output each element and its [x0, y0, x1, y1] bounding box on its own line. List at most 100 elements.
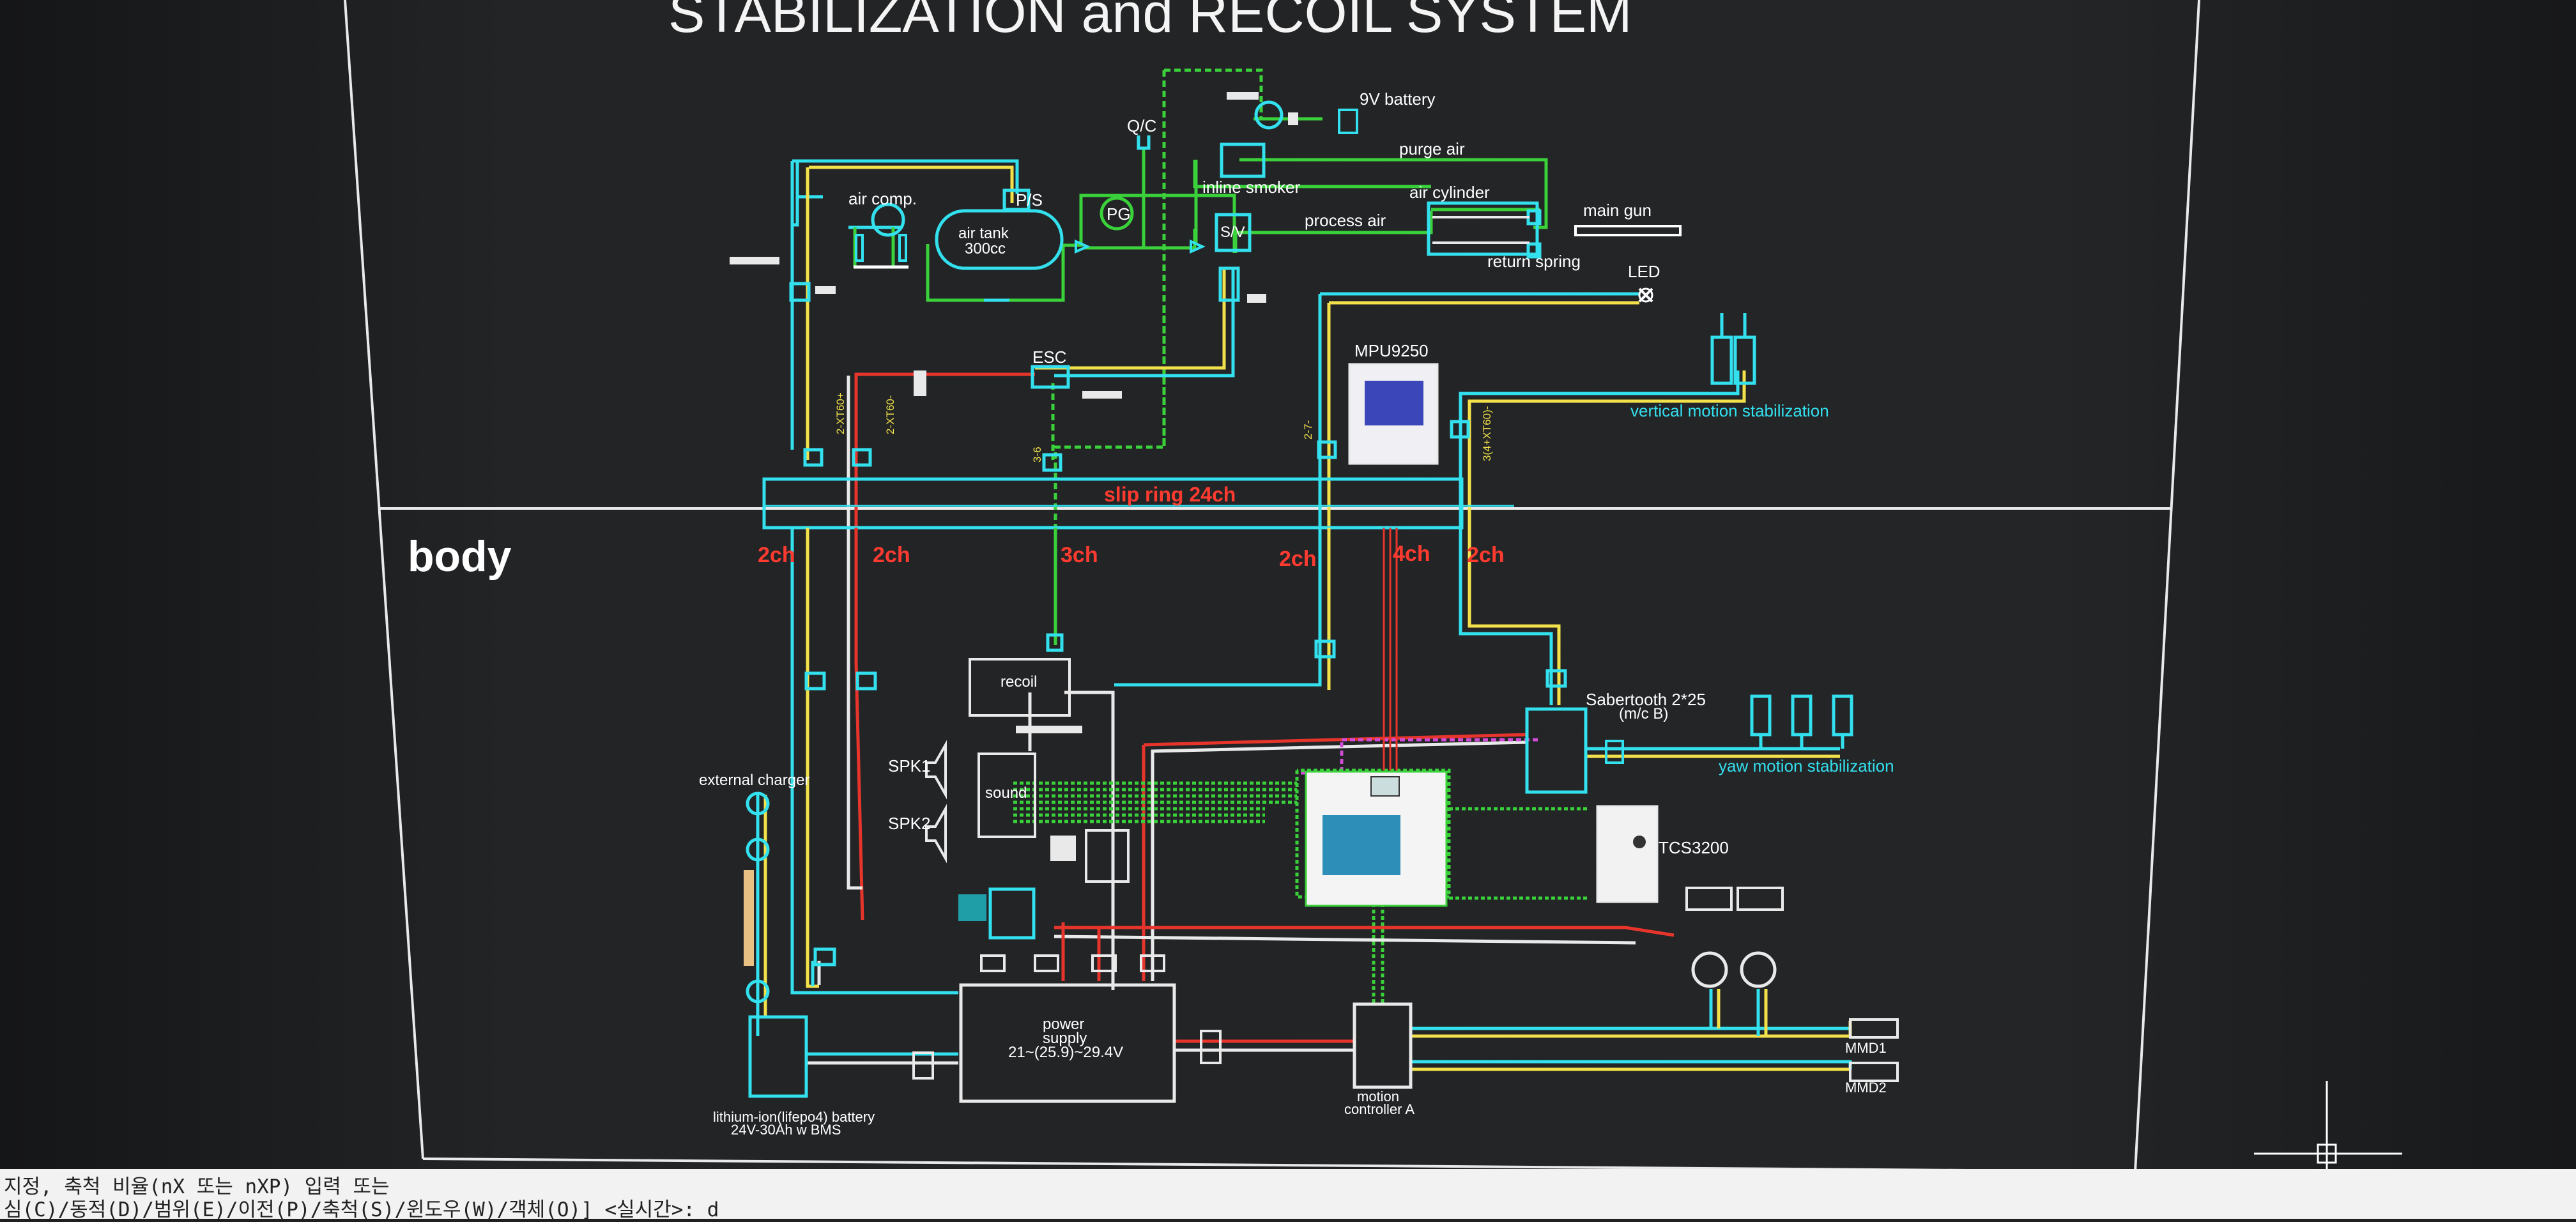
wire-cyan — [792, 159, 1019, 194]
motion-controller-box — [1353, 1002, 1413, 1089]
label-mpu9250: MPU9250 — [1354, 341, 1429, 360]
channel-label: 2ch — [873, 543, 910, 567]
battery-9v-icon — [1338, 109, 1358, 134]
label-plates — [730, 92, 1298, 399]
sv-connector — [1218, 266, 1240, 302]
air-tank — [935, 209, 1064, 270]
label-sound: sound — [985, 784, 1027, 802]
sound-box — [977, 752, 1036, 838]
connector — [852, 448, 872, 467]
mmd1-motor-icon — [1849, 1018, 1899, 1039]
wire-tag-5: 3(4+XT60)- — [1481, 406, 1493, 461]
wire-green — [1239, 158, 1548, 229]
connector — [789, 282, 811, 302]
wire-green — [1193, 160, 1233, 188]
label-purge-air: purge air — [1399, 139, 1465, 158]
wire-cyan — [1054, 268, 1235, 378]
label-main-gun: main gun — [1583, 201, 1652, 220]
wire-red — [854, 372, 1035, 920]
speaker-2-icon — [925, 804, 947, 864]
fan-icon — [1691, 951, 1728, 988]
label-air-cylinder: air cylinder — [1409, 183, 1490, 202]
pressure-gauge-icon — [1100, 196, 1134, 231]
label-motion-controller-2: controller A — [1344, 1101, 1415, 1117]
connector — [1317, 440, 1337, 459]
sabertooth-box — [1525, 707, 1588, 794]
main-gun-barrel — [1574, 225, 1682, 236]
label-spk2: SPK2 — [888, 814, 931, 833]
label-battery-2: 24V-30Ah w BMS — [731, 1122, 841, 1138]
speaker-1-icon — [925, 740, 947, 800]
connector — [1042, 453, 1062, 472]
label-ps: P/S — [1016, 190, 1043, 210]
label-esc: ESC — [1032, 348, 1067, 367]
wire-cyan — [792, 161, 799, 227]
label-air-tank: air tank — [958, 225, 1009, 242]
recoil-box — [969, 658, 1071, 717]
label-battery-1: lithium-ion(lifepo4) battery — [713, 1109, 875, 1125]
charger-socket-icon — [746, 837, 770, 862]
wire-green-dashed — [1164, 68, 1263, 119]
label-air-comp: air comp. — [848, 189, 917, 208]
quick-coupler-icon — [1137, 135, 1151, 150]
esc-box — [1031, 365, 1070, 389]
section-label: body — [408, 532, 512, 581]
mpu9250-chip — [1365, 381, 1423, 425]
check-valve-icon — [1075, 239, 1091, 254]
fan-icon — [1740, 951, 1777, 988]
inline-smoker-box — [1220, 142, 1266, 178]
label-9v-battery: 9V battery — [1360, 89, 1436, 109]
wire-tag-4: 2-7- — [1302, 420, 1314, 439]
label-sv: S/V — [1220, 224, 1245, 241]
channel-label: 2ch — [1279, 547, 1317, 571]
command-prompt-line[interactable]: 심(C)/동적(D)/범위(E)/이전(P)/축척(S)/윈도우(W)/객체(O… — [4, 1198, 719, 1221]
label-spk1: SPK1 — [888, 756, 931, 775]
yaw-motor-icons — [1750, 694, 1853, 737]
label-qc: Q/C — [1127, 116, 1157, 135]
label-mmd1: MMD1 — [1845, 1040, 1887, 1056]
label-return-spring: return spring — [1487, 252, 1581, 271]
label-recoil: recoil — [1000, 673, 1038, 691]
label-air-tank-cap: 300cc — [965, 240, 1006, 257]
label-mmd2: MMD2 — [1845, 1080, 1887, 1096]
connector — [1450, 420, 1470, 439]
channel-label: 4ch — [1393, 542, 1430, 566]
tcs3200-board — [1596, 805, 1659, 903]
wire-green-dashed — [1054, 70, 1166, 645]
label-external-charger: external charger — [699, 772, 810, 789]
label-sabertooth: Sabertooth 2*25 — [1586, 690, 1706, 709]
battery-box — [748, 1015, 808, 1098]
label-motion-controller-1: motion — [1357, 1088, 1400, 1104]
channel-label: 2ch — [758, 543, 795, 567]
label-process-air: process air — [1305, 211, 1386, 230]
label-power-supply-1: power — [1043, 1016, 1085, 1033]
label-pg: PG — [1107, 204, 1131, 224]
charger-socket-icon — [746, 791, 770, 816]
label-sabertooth-sub: (m/c B) — [1619, 705, 1669, 722]
wire-tag-2: 2-XT60- — [884, 395, 896, 434]
connector — [803, 448, 824, 467]
command-history-line: 지정, 축척 비율(nX 또는 nXP) 입력 또는 — [4, 1175, 390, 1198]
label-led: LED — [1628, 262, 1660, 281]
label-slip-ring: slip ring 24ch — [1104, 483, 1236, 506]
power-supply-box — [959, 983, 1176, 1103]
command-line-bar[interactable]: 지정, 축척 비율(nX 또는 nXP) 입력 또는 심(C)/동적(D)/범위… — [0, 1169, 2576, 1221]
wire-tag-1: 2-XT60+ — [834, 392, 847, 434]
slip-ring-box — [762, 477, 1464, 530]
label-tcs3200: TCS3200 — [1659, 838, 1729, 857]
label-yaw-motion: yaw motion stabilization — [1719, 756, 1894, 775]
vertical-motor-icons — [1710, 313, 1756, 385]
drawing-title: STABILIZATION and RECOIL SYSTEM — [668, 0, 1632, 44]
label-power-supply-3: 21~(25.9)~29.4V — [1008, 1044, 1124, 1061]
air-compressor-icon — [871, 202, 905, 237]
solenoid-valve-box — [1215, 213, 1252, 252]
smoker-gauge-icon — [1254, 100, 1284, 130]
wire-tag-3: 3-6 — [1031, 447, 1043, 462]
mmd2-motor-icon — [1849, 1062, 1899, 1082]
wire-white — [847, 376, 862, 890]
arduino-pcb — [1322, 815, 1400, 875]
label-power-supply-2: supply — [1043, 1030, 1087, 1047]
label-vertical-motion: vertical motion stabilization — [1630, 401, 1829, 420]
